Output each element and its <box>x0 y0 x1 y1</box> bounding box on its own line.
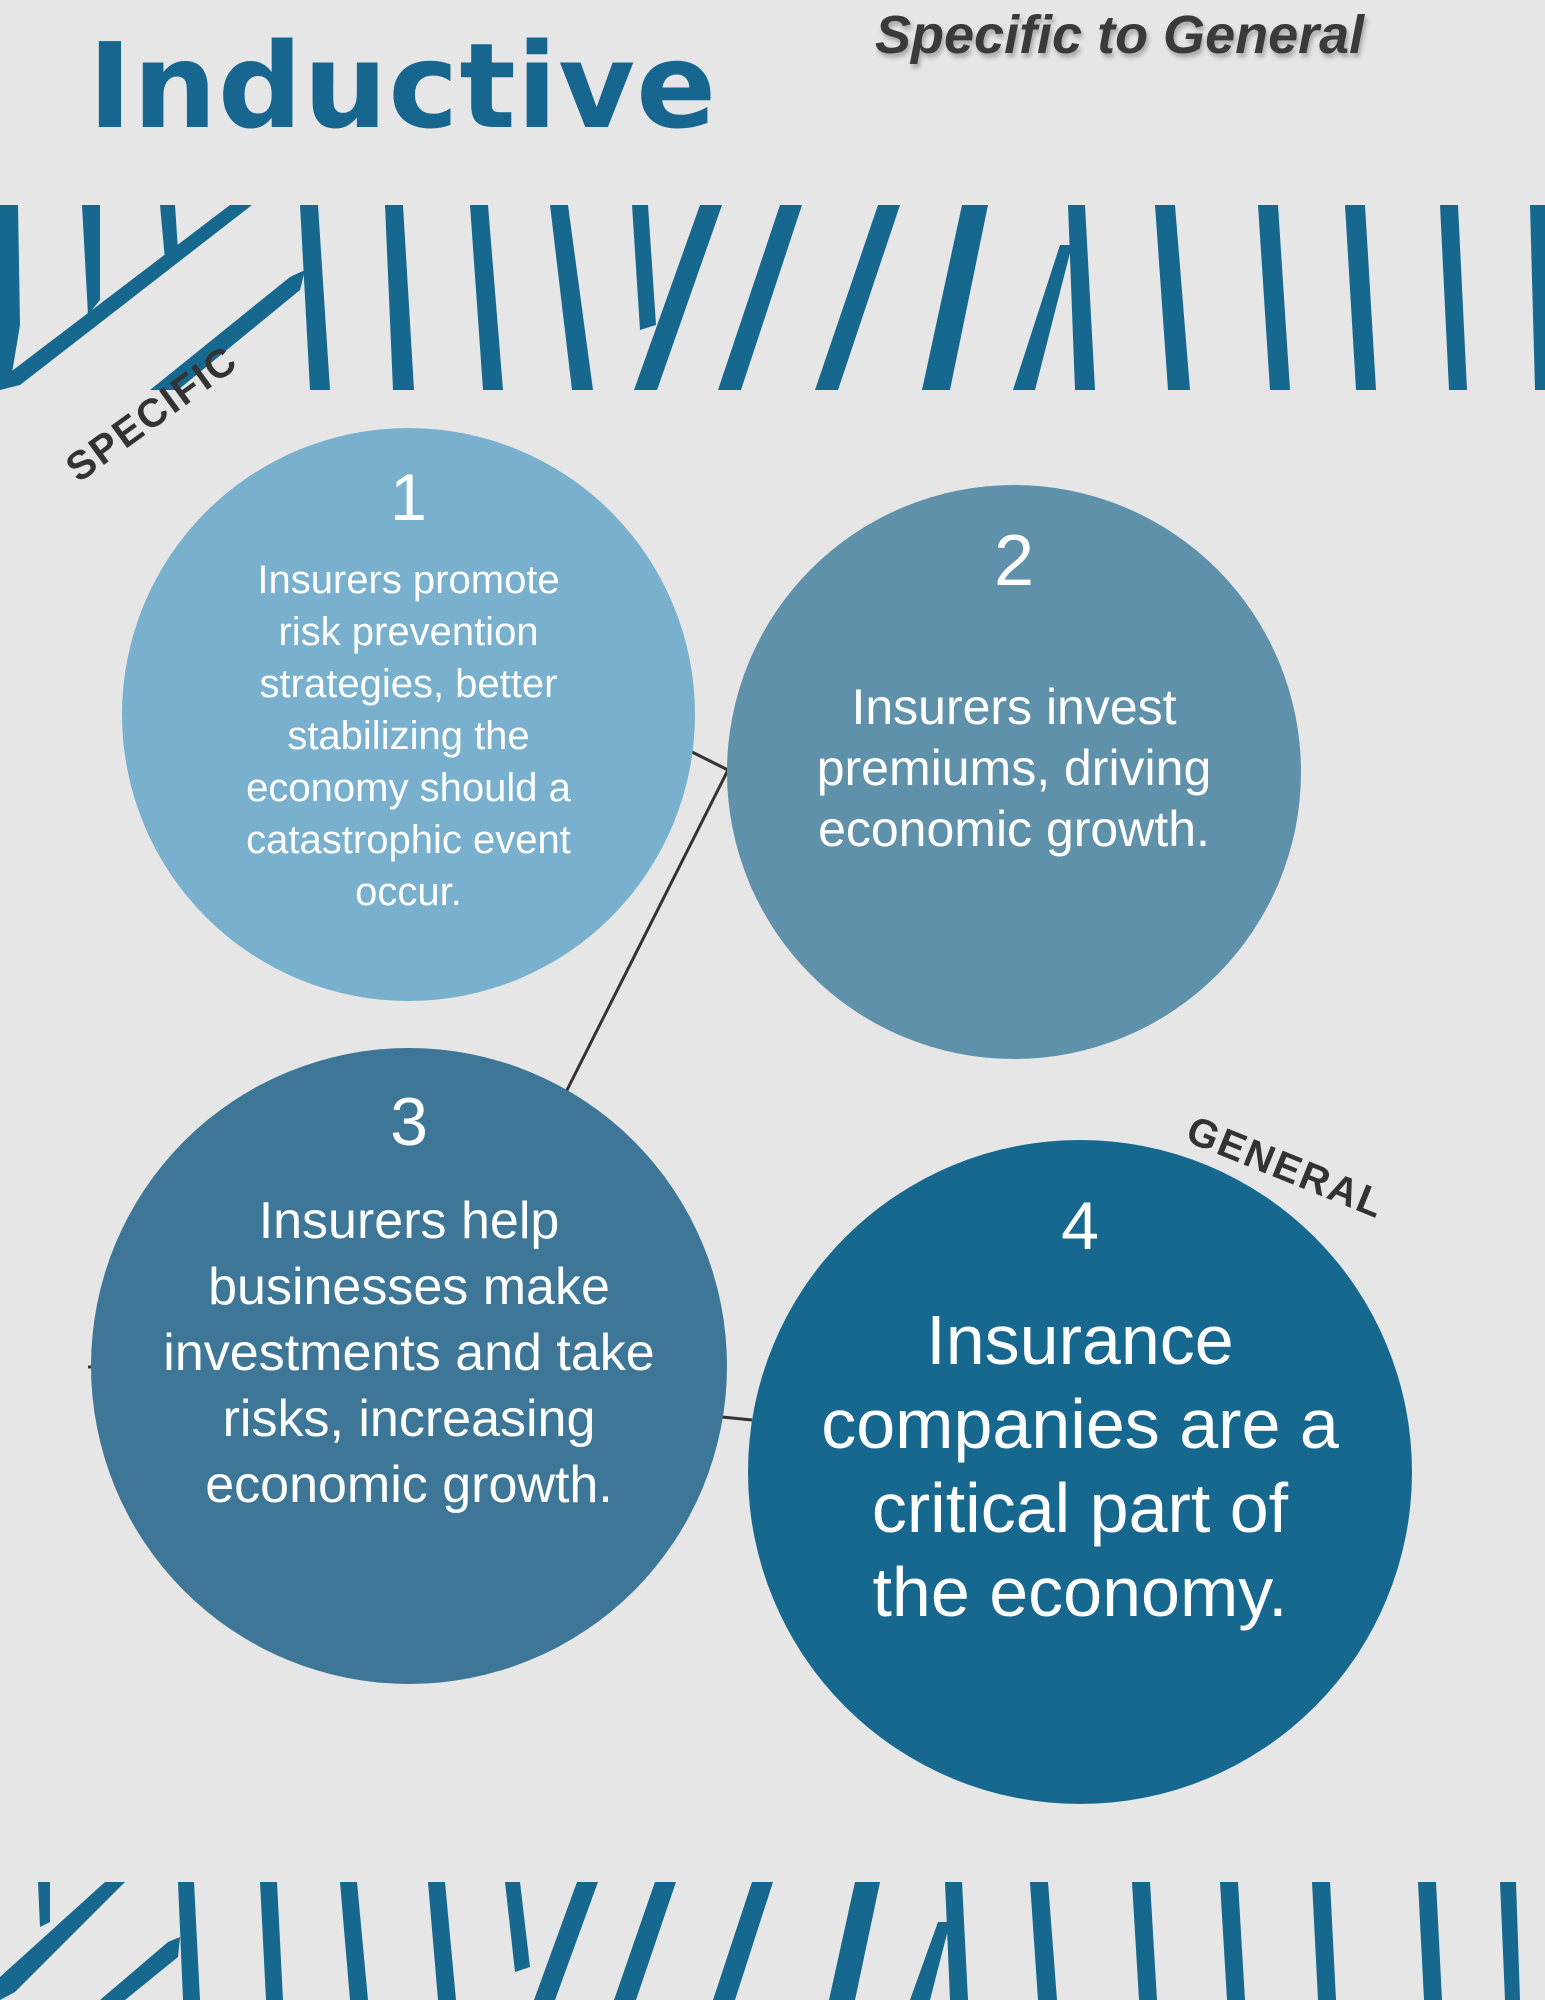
bottom-stripe-band <box>0 1882 1545 2000</box>
step-circle-1: 1 Insurers promote risk prevention strat… <box>122 428 695 1001</box>
step-number: 4 <box>1061 1192 1099 1260</box>
step-circle-3: 3 Insurers help businesses make investme… <box>91 1048 727 1684</box>
step-circle-2: 2 Insurers invest premiums, driving econ… <box>727 485 1301 1059</box>
connector-1-2 <box>692 752 728 770</box>
step-text: Insurance companies are a critical part … <box>818 1298 1342 1634</box>
step-number: 1 <box>390 464 427 530</box>
step-text: Insurers help businesses make investment… <box>141 1188 677 1518</box>
connector-3-4 <box>722 1417 752 1420</box>
step-number: 3 <box>390 1088 428 1156</box>
step-text: Insurers invest premiums, driving econom… <box>787 677 1241 860</box>
step-number: 2 <box>994 525 1034 597</box>
step-text: Insurers promote risk prevention strateg… <box>222 554 595 918</box>
step-circle-4: 4 Insurance companies are a critical par… <box>748 1140 1412 1804</box>
